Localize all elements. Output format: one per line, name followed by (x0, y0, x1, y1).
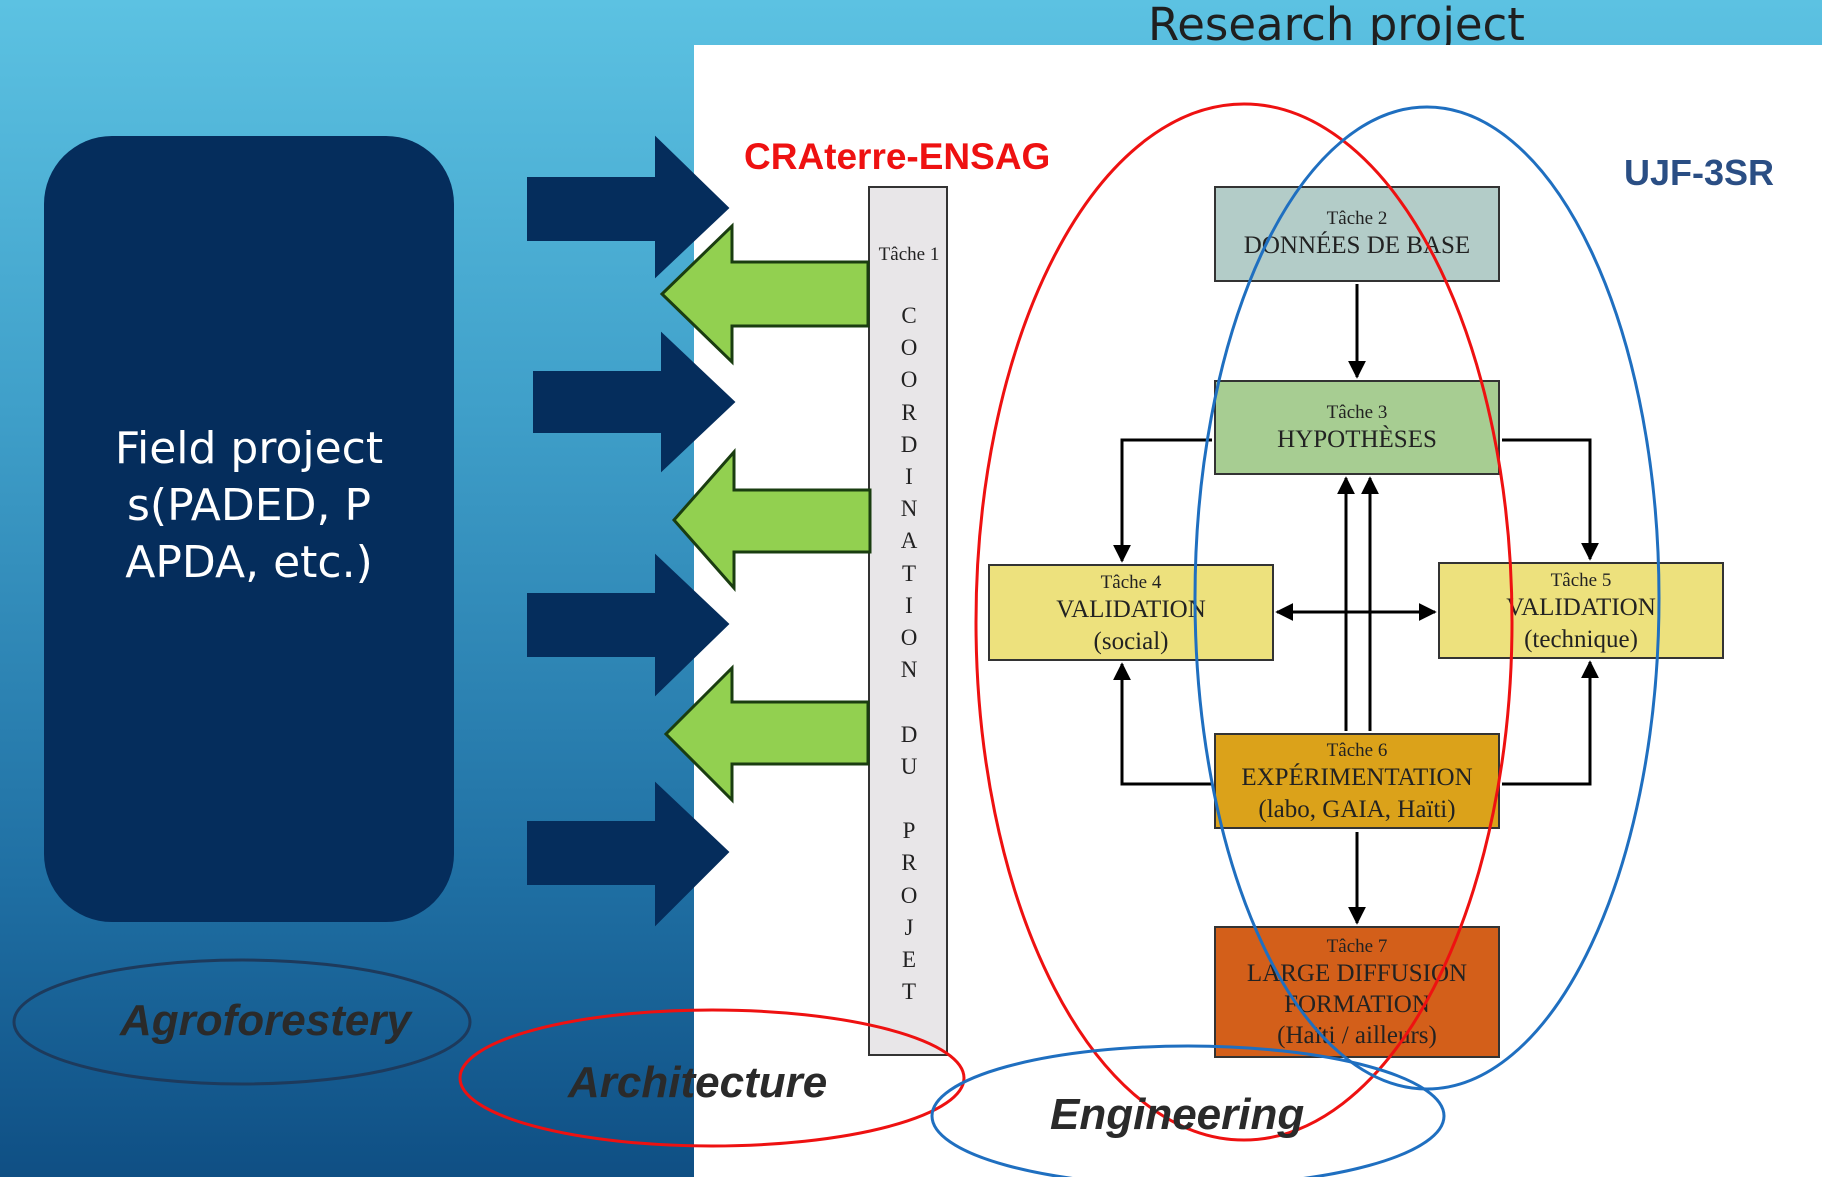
task-box-5: Tâche 5 VALIDATION (technique) (1438, 562, 1724, 659)
coordination-letter: R (901, 850, 917, 876)
coordination-letter: D (900, 721, 918, 747)
green-arrow (659, 222, 870, 366)
dark-arrow-group (527, 135, 736, 927)
coordination-letter: P (902, 818, 916, 844)
task-box-3: Tâche 3 HYPOTHÈSES (1214, 380, 1500, 475)
arrow-t6-t5 (1502, 660, 1599, 786)
coordination-letter: A (900, 528, 918, 554)
task-title: Tâche 4 (1100, 572, 1162, 593)
dark-arrow (533, 331, 736, 473)
coordination-letter: T (901, 979, 917, 1005)
field-projects-label: Field projects(PADED, PAPDA, etc.) (114, 423, 384, 588)
tache1-title: Tâche 1 (878, 244, 940, 265)
dark-arrow (527, 781, 730, 927)
arrow-t3-t4 (1113, 438, 1212, 563)
coordination-letter: C (901, 303, 917, 328)
task-box-6: Tâche 6 EXPÉRIMENTATION (labo, GAIA, Haï… (1214, 733, 1500, 829)
coordination-letter: I (905, 592, 913, 618)
coordination-letter: O (900, 625, 918, 651)
discipline-agroforestry: Agroforestery (120, 996, 411, 1045)
task-title: Tâche 7 (1326, 936, 1388, 957)
task-sublabel: (labo, GAIA, Haïti) (1258, 796, 1456, 823)
task-sublabel: (social) (1093, 628, 1169, 655)
task-label: VALIDATION (1506, 594, 1656, 621)
task-sublabel: (technique) (1524, 626, 1638, 653)
green-arrow (671, 448, 872, 592)
coordination-letter: N (900, 496, 918, 522)
task-label-2: FORMATION (1284, 991, 1430, 1018)
dark-arrow (527, 553, 730, 697)
red-ellipse-craterre (974, 102, 1514, 1142)
task-title: Tâche 3 (1326, 402, 1388, 423)
discipline-engineering: Engineering (1050, 1090, 1305, 1139)
coordination-letter: E (901, 947, 917, 973)
green-arrow (663, 664, 870, 804)
discipline-architecture: Architecture (568, 1058, 828, 1107)
task-label: EXPÉRIMENTATION (1241, 764, 1473, 791)
coordination-letter: O (900, 335, 918, 361)
coordination-letter: T (901, 560, 917, 586)
task-label: HYPOTHÈSES (1277, 426, 1437, 453)
org-ujf-label: UJF-3SR (1624, 152, 1775, 193)
coordination-letter: U (900, 753, 918, 779)
coordination-letter: D (900, 431, 918, 457)
task-connectors (1113, 284, 1599, 925)
coordination-letter: O (900, 882, 918, 908)
task-title: Tâche 6 (1326, 740, 1388, 761)
coordination-letter: I (905, 464, 913, 490)
coordination-letter: J (904, 914, 914, 940)
org-craterre-label: CRAterre-ENSAG (744, 136, 1051, 177)
engineering-ellipse (930, 1044, 1446, 1177)
coordination-letter: N (900, 657, 918, 683)
dark-arrow (527, 135, 730, 279)
green-arrow-group (659, 222, 872, 804)
task-box-2: Tâche 2 DONNÉES DE BASE (1214, 186, 1500, 282)
task-title: Tâche 2 (1326, 208, 1388, 229)
arrow-t3-t5 (1502, 438, 1599, 561)
slide-title: Research project (1148, 0, 1525, 51)
task-label: VALIDATION (1056, 596, 1206, 623)
task-box-4: Tâche 4 VALIDATION (social) (988, 564, 1274, 661)
agroforestry-ellipse (12, 958, 472, 1086)
blue-ellipse-ujf (1193, 105, 1661, 1091)
coordination-letter: O (900, 367, 918, 393)
task-title: Tâche 5 (1550, 570, 1612, 591)
coordination-bar (868, 186, 948, 1056)
architecture-ellipse (458, 1008, 966, 1148)
coordination-letter: R (901, 399, 917, 425)
arrow-t6-t4 (1113, 662, 1212, 786)
field-projects-box (44, 136, 454, 922)
